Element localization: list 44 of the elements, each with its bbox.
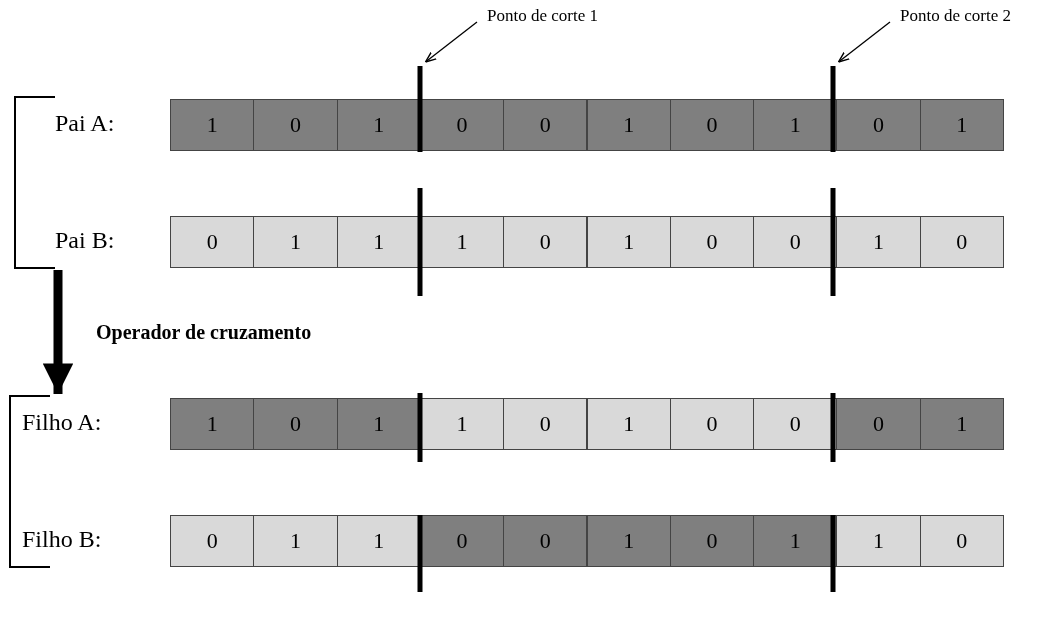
annotation-text: Ponto de corte 2 <box>900 6 1011 26</box>
gene-cell: 0 <box>503 515 588 567</box>
gene-cell: 1 <box>586 99 671 151</box>
row-label: Filho A: <box>22 409 102 436</box>
gene-cell: 1 <box>336 216 421 268</box>
gene-cell: 0 <box>669 99 755 151</box>
operator-arrow <box>42 270 74 394</box>
leader-arrow <box>837 21 891 63</box>
gene-cell: 0 <box>669 515 755 567</box>
gene-cell: 0 <box>503 398 588 450</box>
row-label: Pai B: <box>55 227 115 254</box>
gene-cell: 1 <box>170 398 255 450</box>
gene-cell: 1 <box>586 398 671 450</box>
gene-cell: 0 <box>503 216 588 268</box>
gene-cell: 0 <box>253 398 338 450</box>
gene-cell: 1 <box>919 99 1004 151</box>
gene-cell: 0 <box>836 398 921 450</box>
leader-arrow <box>424 21 478 63</box>
annotation-text: Ponto de corte 1 <box>487 6 598 26</box>
row-label: Pai A: <box>55 110 115 137</box>
gene-cell: 1 <box>336 99 421 151</box>
gene-cell: 1 <box>170 99 255 151</box>
gene-cell: 1 <box>336 398 421 450</box>
cut-line <box>830 66 836 592</box>
gene-cell: 1 <box>836 515 921 567</box>
gene-cell: 1 <box>336 515 421 567</box>
gene-cell: 0 <box>919 216 1004 268</box>
gene-cell: 0 <box>170 515 255 567</box>
gene-cell: 0 <box>503 99 588 151</box>
edge-label: Operador de cruzamento <box>96 321 312 344</box>
gene-cell: 1 <box>253 216 338 268</box>
gene-cell: 0 <box>253 99 338 151</box>
row-label: Filho B: <box>22 526 102 553</box>
gene-cell: 1 <box>253 515 338 567</box>
gene-cell: 1 <box>586 216 671 268</box>
gene-cell: 0 <box>919 515 1004 567</box>
gene-cell: 0 <box>170 216 255 268</box>
gene-cell: 0 <box>669 216 755 268</box>
gene-cell: 1 <box>836 216 921 268</box>
gene-cell: 1 <box>919 398 1004 450</box>
gene-cell: 0 <box>669 398 755 450</box>
gene-cell: 1 <box>586 515 671 567</box>
gene-cell: 0 <box>836 99 921 151</box>
cut-line <box>417 66 423 592</box>
